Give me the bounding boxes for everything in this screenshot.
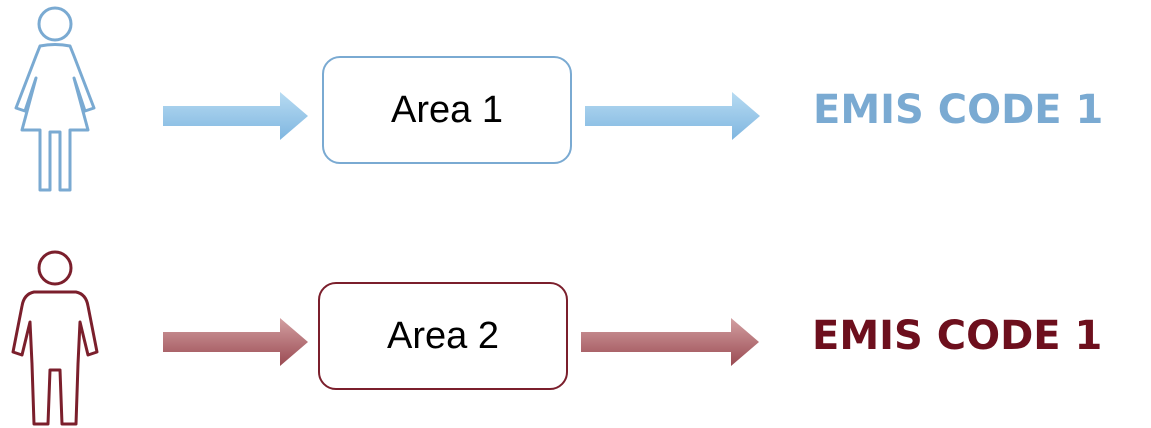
emis-code-label: EMIS CODE 1 xyxy=(813,87,1104,133)
male-person-icon xyxy=(11,250,99,426)
area-label: Area 1 xyxy=(391,88,503,131)
arrow-to-code-1 xyxy=(585,92,760,140)
flow-row-2: Area 2 EMIS CODE 1 xyxy=(0,214,1151,428)
female-person-icon xyxy=(14,6,96,192)
arrow-to-code-2 xyxy=(581,318,759,366)
arrow-to-area-1 xyxy=(163,92,308,140)
area-label: Area 2 xyxy=(387,314,499,357)
flow-row-1: Area 1 EMIS CODE 1 xyxy=(14,6,1104,192)
arrow-to-area-2 xyxy=(163,318,308,366)
area-box-1: Area 1 xyxy=(322,56,572,164)
area-box-2: Area 2 xyxy=(318,282,568,390)
emis-code-label: EMIS CODE 1 xyxy=(812,313,1103,359)
